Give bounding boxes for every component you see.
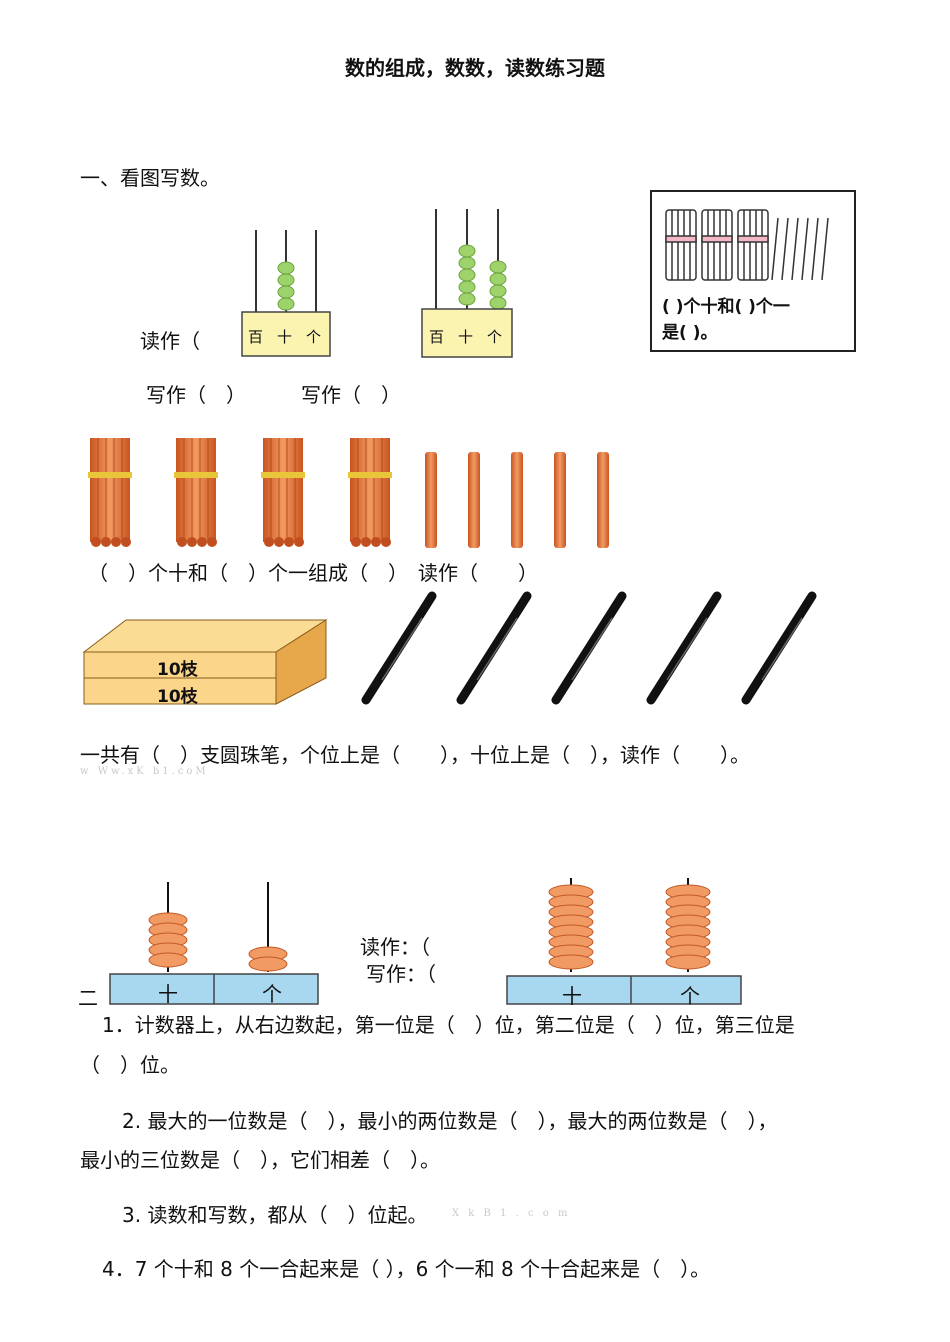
stick-bundles-icon bbox=[665, 209, 829, 281]
abacus-beads bbox=[277, 261, 295, 311]
place-label-hundreds: 百 bbox=[429, 328, 459, 346]
section-marker-2: 二 bbox=[78, 986, 98, 1010]
pencil-box-icon bbox=[82, 619, 328, 705]
section-heading-1: 一、看图写数。 bbox=[80, 166, 220, 190]
abacus-write-label-right: 写作（ ） bbox=[301, 383, 401, 407]
counter-diagram-2 bbox=[506, 878, 742, 1005]
counter2-label-tens: 十 bbox=[562, 984, 582, 1008]
place-label-ones: 个 bbox=[306, 328, 336, 346]
bundles-question: （ ）个十和（ ）个一组成（ ） 读作（ ） bbox=[88, 561, 538, 585]
abacus-write-label-left: 写作（ ） bbox=[146, 383, 246, 407]
question-4: 4．7 个十和 8 个一合起来是（ ），6 个一和 8 个十合起来是（ ）。 bbox=[102, 1257, 711, 1281]
place-label-tens: 十 bbox=[458, 328, 488, 346]
question-3: 3. 读数和写数，都从（ ）位起。 bbox=[122, 1203, 428, 1227]
place-label-ones: 个 bbox=[487, 328, 517, 346]
question-2-line-2: 最小的三位数是（ ），它们相差（ ）。 bbox=[80, 1148, 440, 1172]
counter1-label-tens: 十 bbox=[158, 982, 178, 1006]
place-label-hundreds: 百 bbox=[248, 328, 278, 346]
abacus-diagram-2 bbox=[421, 209, 513, 358]
counter1-label-ones: 个 bbox=[262, 982, 282, 1006]
question-1-line-2: （ ）位。 bbox=[80, 1053, 180, 1077]
abacus-read-label: 读作（ bbox=[140, 329, 200, 353]
abacus-diagram-1 bbox=[241, 230, 331, 357]
place-label-tens: 十 bbox=[277, 328, 307, 346]
counter-write-label: 写作：（ bbox=[366, 962, 436, 986]
page-title: 数的组成，数数，读数练习题 bbox=[345, 56, 605, 80]
watermark-text: X k B 1 . c o m bbox=[452, 1208, 571, 1219]
question-1-line-1: 1．计数器上，从右边数起，第一位是（ ）位，第二位是（ ）位，第三位是 bbox=[102, 1013, 795, 1037]
sticks-box-question-line1: ( )个十和( )个一 bbox=[662, 297, 790, 317]
counter2-label-ones: 个 bbox=[680, 984, 700, 1008]
sticks-picture-box: ( )个十和( )个一 是( )。 bbox=[650, 190, 856, 352]
ballpoint-pens-icon bbox=[361, 591, 817, 705]
question-2-line-1: 2. 最大的一位数是（ ），最小的两位数是（ ），最大的两位数是（ ）， bbox=[122, 1109, 778, 1133]
counter-read-label: 读作：（ bbox=[360, 935, 430, 959]
counter-diagram-1 bbox=[109, 882, 319, 1005]
pen-question: 一共有（ ）支圆珠笔，个位上是（ ），十位上是（ ），读作（ ）。 bbox=[80, 743, 750, 767]
sticks-box-question-line2: 是( )。 bbox=[662, 323, 718, 343]
pencil-box-label-top: 10枝 bbox=[157, 660, 198, 680]
pencil-box-label-bottom: 10枝 bbox=[157, 687, 198, 707]
watermark-text: w Ww.xK b1.coM bbox=[80, 766, 209, 777]
orange-stick-bundles bbox=[88, 438, 609, 548]
